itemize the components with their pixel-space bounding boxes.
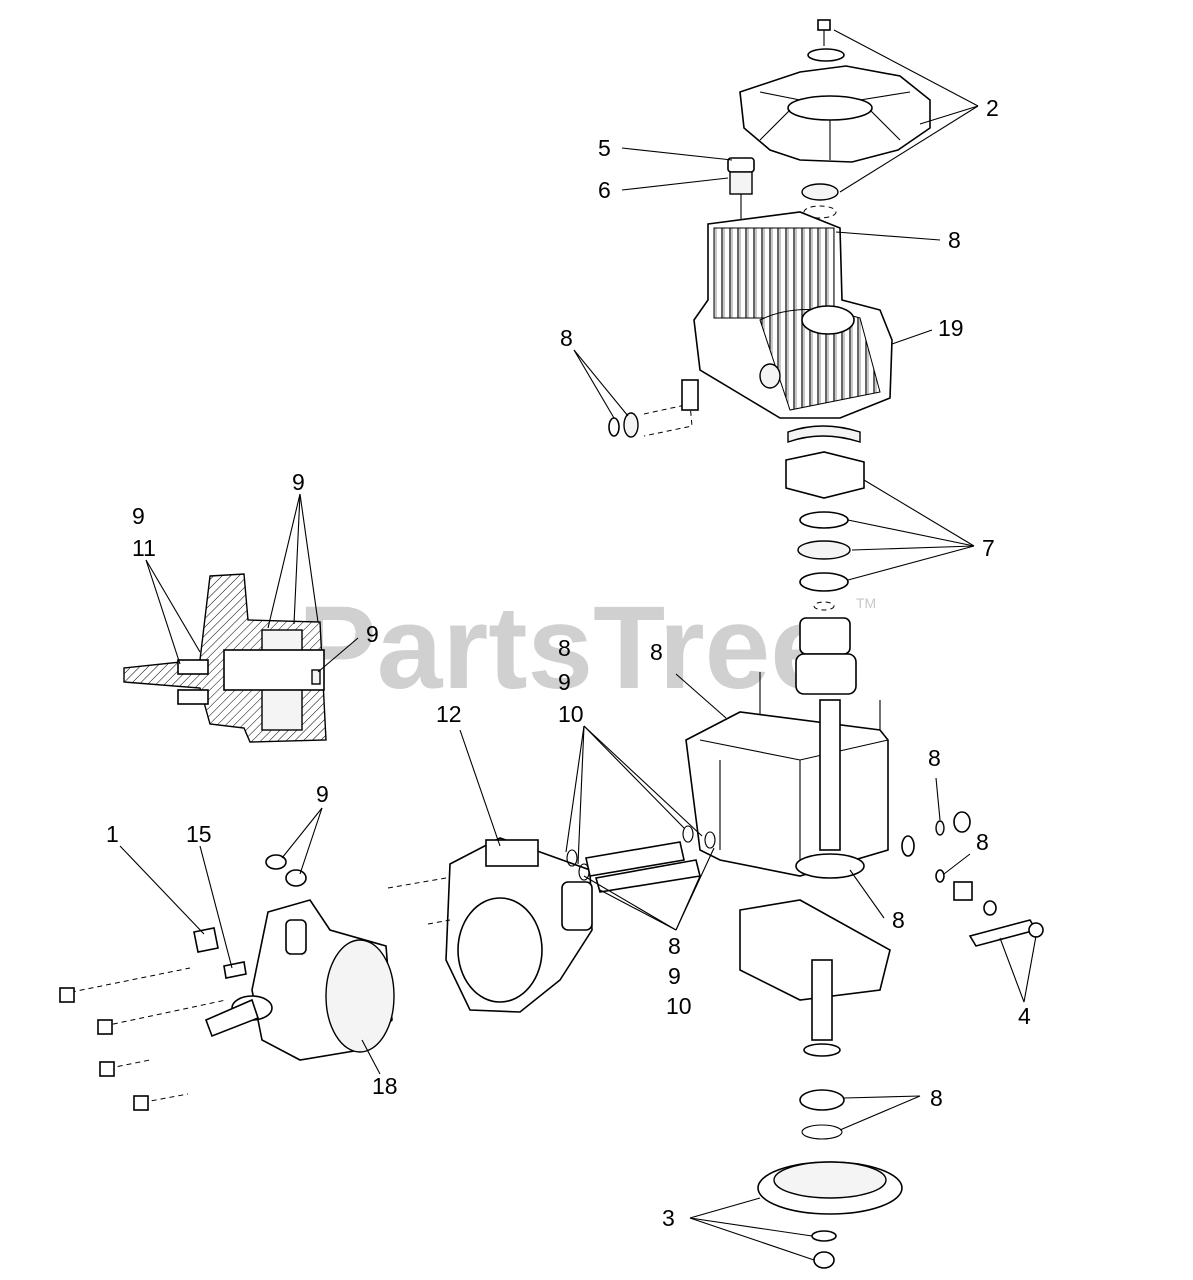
oil-filter-fitting xyxy=(727,157,755,232)
callout-11: 11 xyxy=(132,535,156,561)
callout-3: 3 xyxy=(662,1205,675,1231)
callout-18: 18 xyxy=(372,1073,398,1099)
callout-8-shaft-seal: 8 xyxy=(560,325,573,351)
callout-1: 1 xyxy=(106,821,119,847)
pump-housing xyxy=(387,837,593,1013)
callout-8-center: 8 xyxy=(650,639,663,665)
callout-10-tubes-top: 10 xyxy=(558,701,584,727)
callout-labels: 2 5 6 8 19 8 7 9 11 9 9 8 9 10 8 12 8 9 … xyxy=(106,95,1031,1231)
callout-9-tubes-bottom: 9 xyxy=(668,963,681,989)
callout-8-pulley: 8 xyxy=(930,1085,943,1111)
center-block xyxy=(685,601,971,879)
callout-9-section: 9 xyxy=(132,503,145,529)
callout-9-section-right: 9 xyxy=(366,621,379,647)
callout-12: 12 xyxy=(436,701,462,727)
lower-housing xyxy=(739,869,997,1057)
callout-2: 2 xyxy=(986,95,999,121)
motor-cross-section xyxy=(123,573,327,743)
control-shaft-seal xyxy=(608,379,699,438)
callout-8-tubes-top: 8 xyxy=(558,635,571,661)
callout-9-tubes-top: 9 xyxy=(558,669,571,695)
callout-8-tubes-bottom: 8 xyxy=(668,933,681,959)
control-arm xyxy=(968,919,1044,947)
callout-5: 5 xyxy=(598,135,611,161)
watermark-text: PartsTree xyxy=(298,582,836,714)
pulley-assembly xyxy=(757,1089,903,1269)
wheel-motor-assembly xyxy=(59,854,395,1111)
callout-9-section-top: 9 xyxy=(292,469,305,495)
watermark-trademark: TM xyxy=(856,595,876,611)
transmission-housing xyxy=(693,211,893,419)
callout-8-lower-seal: 8 xyxy=(892,907,905,933)
callout-6: 6 xyxy=(598,177,611,203)
callout-7: 7 xyxy=(982,535,995,561)
callout-8-right: 8 xyxy=(928,745,941,771)
leader-lines xyxy=(119,29,1037,1261)
callout-8-oring: 8 xyxy=(976,829,989,855)
callout-4: 4 xyxy=(1018,1003,1031,1029)
callout-9-plug: 9 xyxy=(316,781,329,807)
callout-8-fan-bearing: 8 xyxy=(948,227,961,253)
callout-10-tubes-bottom: 10 xyxy=(666,993,692,1019)
fan-assembly xyxy=(739,19,931,239)
callout-19: 19 xyxy=(938,315,964,341)
callout-15: 15 xyxy=(186,821,212,847)
thrust-bearing-stack xyxy=(785,425,865,592)
